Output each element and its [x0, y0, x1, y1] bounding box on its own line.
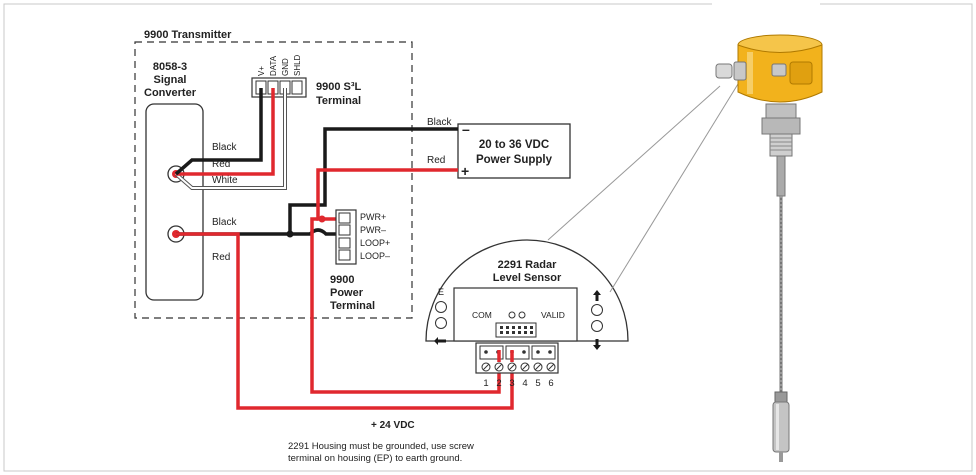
sl-pin-shld: SHLD: [293, 54, 302, 76]
sensor-e-label: E: [438, 287, 444, 297]
arrow-down-icon: [593, 339, 601, 350]
converter-label-1: 8058-3: [153, 61, 187, 73]
label-ps-black: Black: [427, 117, 452, 128]
label-red-lower: Red: [212, 252, 230, 263]
label-black-upper: Black: [212, 142, 237, 153]
sl-terminal-block: [251, 77, 307, 98]
supply-note: + 24 VDC: [371, 420, 415, 431]
label-black-lower: Black: [212, 217, 237, 228]
black-wire-supply: [176, 127, 458, 236]
sensor-button-right-1[interactable]: [591, 304, 603, 316]
arrow-left-icon: [434, 337, 446, 345]
sensor-button-e[interactable]: [435, 301, 447, 313]
sensor-button-right-2[interactable]: [591, 320, 603, 332]
red-wire-sensor-1: [310, 217, 501, 394]
sl-pin-data: DATA: [269, 55, 278, 76]
sl-terminal-title-1: 9900 S³L: [316, 81, 362, 93]
terminal-num-2: 2: [496, 378, 501, 389]
sl-pin-gnd: GND: [281, 58, 290, 76]
pin-pwr-plus: PWR+: [360, 212, 386, 222]
black-wire-pwr-minus: [290, 228, 340, 236]
sensor-terminal-block: [475, 342, 559, 374]
terminal-num-6: 6: [548, 378, 553, 389]
sensor-led-2: [518, 311, 526, 319]
power-supply-plus: +: [461, 163, 469, 179]
red-wire-data: [176, 88, 275, 176]
terminal-num-5: 5: [535, 378, 540, 389]
power-terminal-title-3: Terminal: [330, 300, 375, 312]
junction-dot-red: [318, 215, 326, 223]
label-white: White: [212, 175, 238, 186]
radar-sensor-device-image: [715, 34, 823, 462]
pin-loop-minus: LOOP–: [360, 251, 390, 261]
ground-note-line2: terminal on housing (EP) to earth ground…: [288, 453, 462, 464]
sensor-com-label: COM: [472, 310, 492, 320]
transmitter-box: [134, 41, 413, 319]
power-terminal-block: [335, 209, 357, 265]
power-supply-box: [457, 123, 571, 179]
sensor-button-left-2[interactable]: [435, 317, 447, 329]
sl-terminal-title-2: Terminal: [316, 95, 361, 107]
signal-converter-body: [145, 103, 204, 301]
white-wire: [174, 88, 287, 190]
power-supply-line1: 20 to 36 VDC: [479, 139, 549, 151]
converter-label-2: Signal: [153, 74, 186, 86]
terminal-num-1: 1: [483, 378, 488, 389]
label-ps-red: Red: [427, 155, 445, 166]
arrow-up-icon: [593, 290, 601, 301]
black-wire-v-plus: [174, 88, 263, 176]
label-red-upper: Red: [212, 159, 230, 170]
pin-loop-plus: LOOP+: [360, 238, 390, 248]
callout-line-2: [609, 83, 739, 293]
sl-pin-v-plus: V+: [257, 66, 266, 76]
converter-label-3: Converter: [144, 87, 197, 99]
outer-frame: [3, 3, 973, 472]
ground-note-line1: 2291 Housing must be grounded, use screw: [288, 441, 474, 452]
sensor-data-connector: [495, 322, 537, 338]
sensor-title-1: 2291 Radar: [498, 259, 557, 271]
callout-line-1: [547, 85, 721, 241]
power-supply-minus: –: [462, 121, 470, 137]
power-terminal-title-1: 9900: [330, 274, 354, 286]
red-wire-supply: [316, 168, 458, 221]
sensor-title-2: Level Sensor: [493, 272, 562, 284]
power-supply-line2: Power Supply: [476, 154, 553, 166]
terminal-num-3: 3: [509, 378, 514, 389]
transmitter-title: 9900 Transmitter: [144, 29, 232, 41]
red-wire-24vdc: [176, 232, 514, 410]
pin-pwr-minus: PWR–: [360, 225, 386, 235]
sensor-valid-label: VALID: [541, 310, 565, 320]
sensor-led-1: [508, 311, 516, 319]
junction-dot-black: [286, 230, 294, 238]
terminal-num-4: 4: [522, 378, 527, 389]
power-terminal-title-2: Power: [330, 287, 364, 299]
